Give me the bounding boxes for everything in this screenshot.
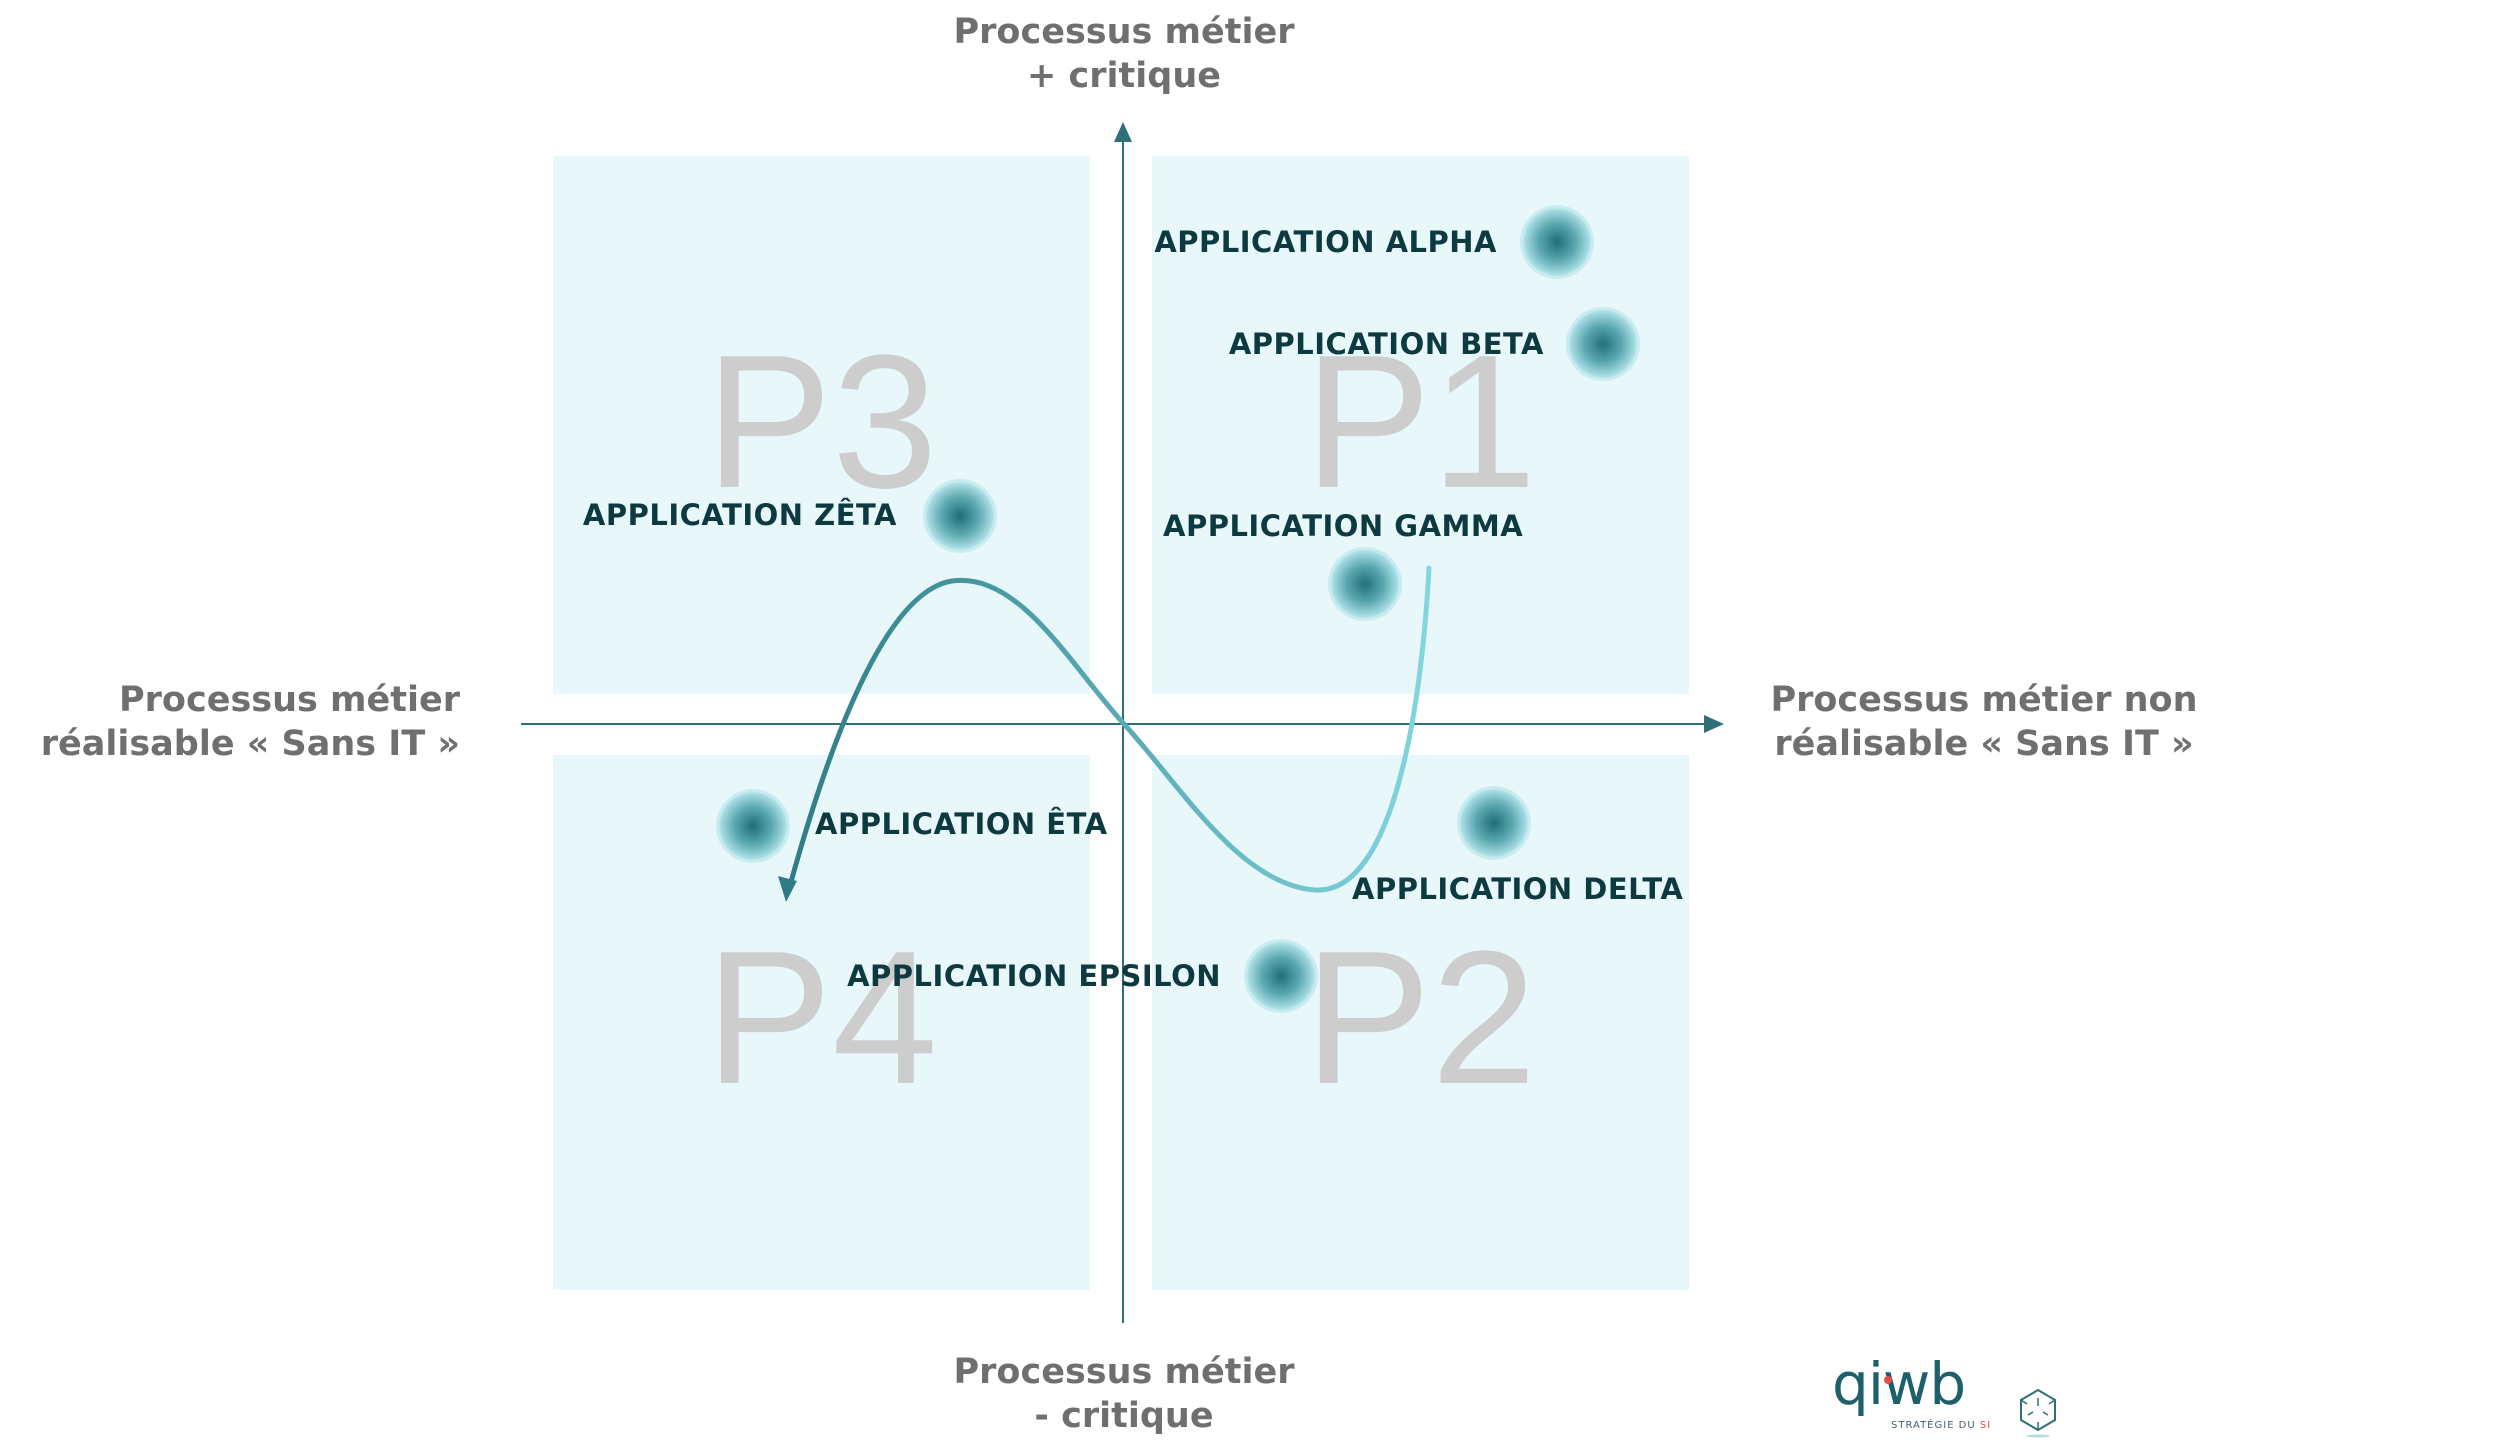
quadrant-label-p4: P4 bbox=[705, 912, 938, 1124]
label-gamma: APPLICATION GAMMA bbox=[1163, 509, 1524, 543]
quadrant-p3 bbox=[553, 156, 1090, 694]
cube-icon bbox=[2020, 1388, 2056, 1438]
quadrant-label-p2: P2 bbox=[1304, 912, 1537, 1124]
label-zeta: APPLICATION ZÊTA bbox=[582, 498, 897, 532]
bubble-gamma bbox=[1328, 547, 1402, 621]
bubble-eta bbox=[716, 789, 790, 863]
bubble-alpha bbox=[1520, 205, 1594, 279]
logo-tagline: STRATÉGIE DU SI bbox=[1891, 1420, 1992, 1431]
axis-title-top: Processus métier+ critique bbox=[953, 12, 1295, 96]
quadrant-p4 bbox=[553, 755, 1090, 1290]
horizontal-axis-arrow bbox=[1704, 715, 1724, 733]
bubble-zeta bbox=[923, 479, 997, 553]
label-alpha: APPLICATION ALPHA bbox=[1154, 225, 1497, 259]
vertical-axis-arrow bbox=[1114, 122, 1132, 142]
quadrant-label-p3: P3 bbox=[705, 316, 938, 528]
label-beta: APPLICATION BETA bbox=[1228, 327, 1544, 361]
quadrant-p1 bbox=[1152, 156, 1689, 694]
axis-title-bottom: Processus métier- critique bbox=[953, 1352, 1295, 1436]
label-delta: APPLICATION DELTA bbox=[1352, 872, 1684, 906]
bubble-delta bbox=[1457, 786, 1531, 860]
label-epsilon: APPLICATION EPSILON bbox=[847, 959, 1221, 993]
label-eta: APPLICATION ÊTA bbox=[815, 807, 1108, 841]
bubble-beta bbox=[1566, 307, 1640, 381]
logo: qiwb STRATÉGIE DU SI bbox=[1832, 1350, 2072, 1438]
logo-wordmark: qiwb bbox=[1832, 1350, 1966, 1418]
logo-dot bbox=[1884, 1376, 1892, 1384]
trend-curve bbox=[788, 565, 1432, 893]
trend-curve-arrow bbox=[778, 876, 797, 902]
bubble-epsilon bbox=[1244, 939, 1318, 1013]
quadrant-label-p1: P1 bbox=[1304, 316, 1537, 528]
quadrant-p2 bbox=[1152, 755, 1689, 1290]
